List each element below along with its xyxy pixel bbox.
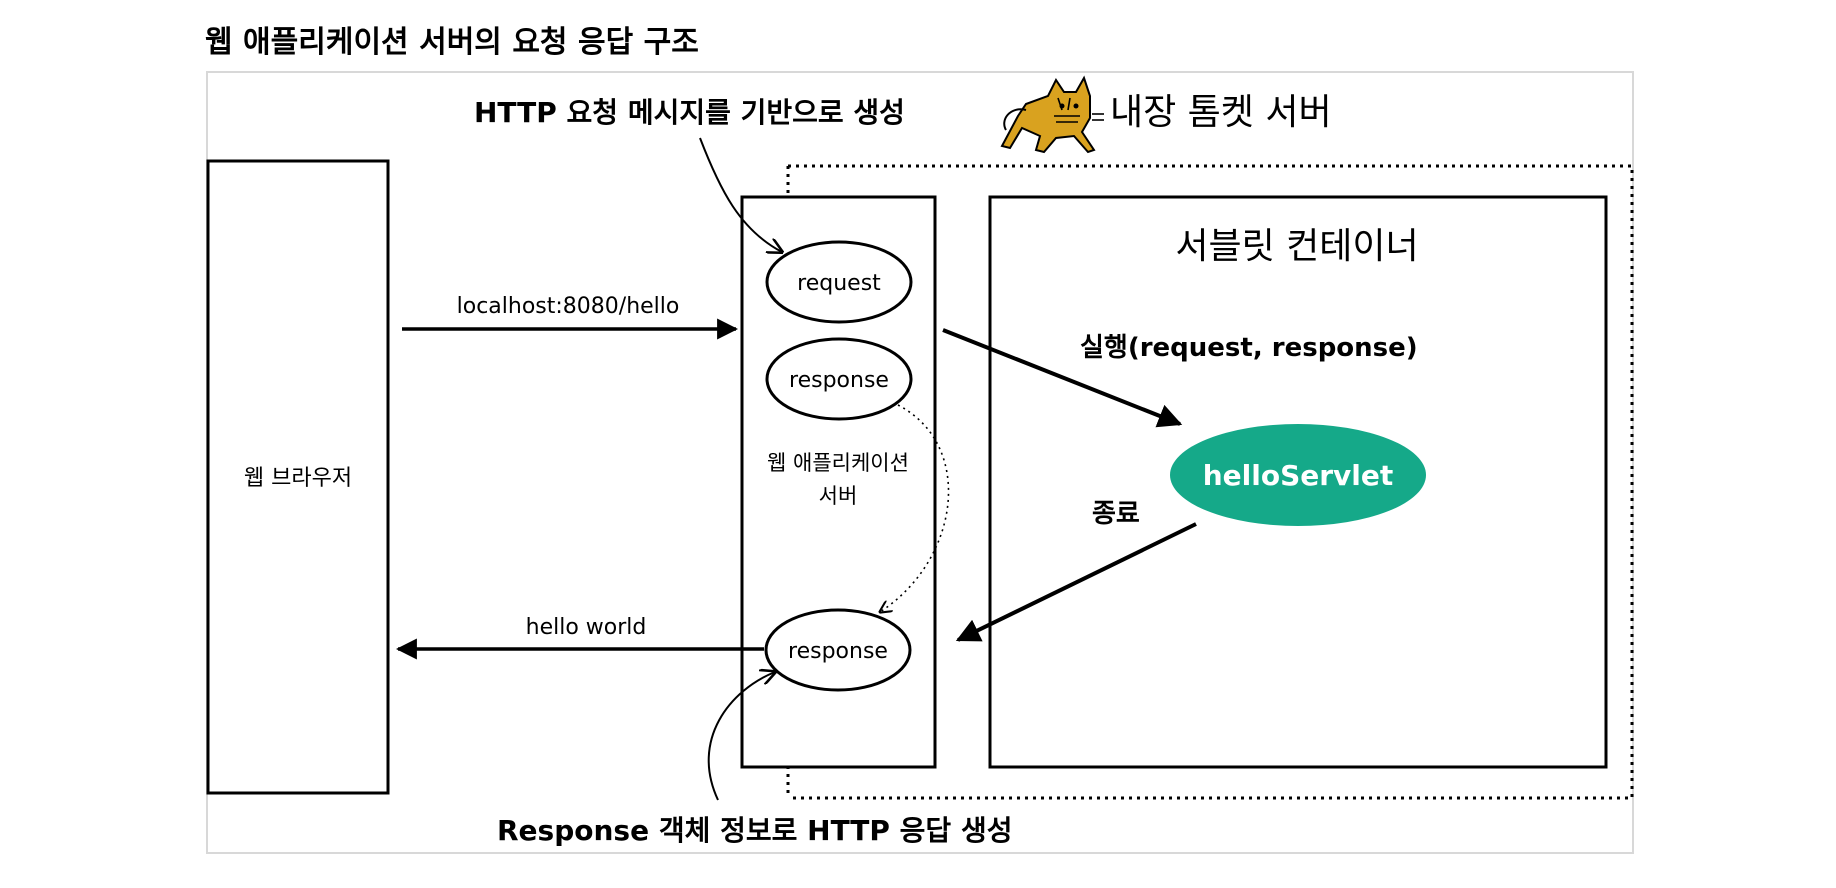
response-info-label: Response 객체 정보로 HTTP 응답 생성: [497, 814, 1012, 847]
request-annotation-arrow: [699, 137, 782, 252]
response-flow-dotted-arrow: [880, 404, 950, 612]
finish-label: 종료: [1092, 499, 1140, 529]
hello-world-label: hello world: [526, 615, 647, 640]
response-object: [765, 337, 913, 421]
was-label-line2: 서버: [819, 484, 858, 508]
request-object: [765, 240, 913, 324]
execute-arrow: [942, 328, 1183, 428]
response-object-out-label: response: [788, 639, 888, 664]
request-url-label: localhost:8080/hello: [457, 294, 680, 319]
was-label-line1: 웹 애플리케이션: [767, 451, 909, 475]
execute-label: 실행(request, response): [1080, 333, 1418, 363]
response-object-out: [764, 608, 912, 692]
embedded-tomcat-label: 내장 톰켓 서버: [1110, 92, 1332, 133]
tomcat-cat-icon: [1000, 75, 1104, 154]
servlet-container-label: 서블릿 컨테이너: [1175, 226, 1418, 267]
response-annotation-arrow: [707, 672, 775, 801]
response-object-label: response: [789, 368, 889, 393]
tomcat-boundary: [788, 164, 1634, 800]
web-browser-label: 웹 브라우저: [244, 466, 352, 491]
http-request-message-label: HTTP 요청 메시지를 기반으로 생성: [474, 96, 905, 129]
hello-servlet-label: helloServlet: [1203, 459, 1394, 492]
page-title: 웹 애플리케이션 서버의 요청 응답 구조: [205, 25, 699, 60]
request-object-label: request: [797, 271, 881, 296]
web-browser-box: [206, 159, 390, 795]
hello-servlet: [1170, 424, 1426, 526]
finish-arrow: [955, 522, 1197, 642]
